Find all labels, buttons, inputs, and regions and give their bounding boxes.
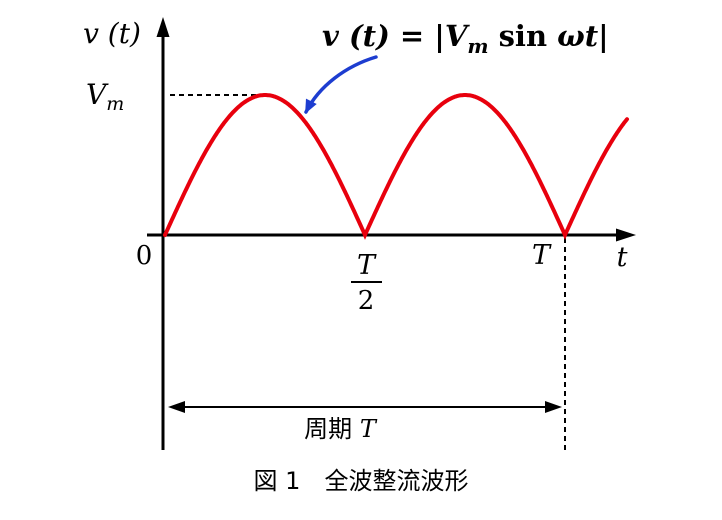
x-axis-label: t xyxy=(617,242,628,273)
period-annotation-label: 周期 T xyxy=(304,415,378,443)
figure-caption: 図 1 全波整流波形 xyxy=(254,467,469,495)
period-right-arrowhead-icon xyxy=(545,401,562,413)
half-period-tick-denominator: 2 xyxy=(358,286,375,316)
equation-pointer-arrow xyxy=(304,55,378,114)
x-axis-arrowhead-icon xyxy=(616,228,636,242)
y-axis-label: v (t) xyxy=(83,17,141,50)
peak-value-label: Vm xyxy=(86,78,124,115)
period-left-arrowhead-icon xyxy=(168,401,185,413)
origin-tick-label: 0 xyxy=(136,241,153,271)
equation-label: v (t) = |Vm sin ωt| xyxy=(322,19,609,58)
waveform-curve xyxy=(163,93,629,240)
period-tick-label: T xyxy=(532,240,552,271)
half-period-tick-numerator: T xyxy=(357,250,377,281)
y-axis-arrowhead-icon xyxy=(156,17,170,37)
